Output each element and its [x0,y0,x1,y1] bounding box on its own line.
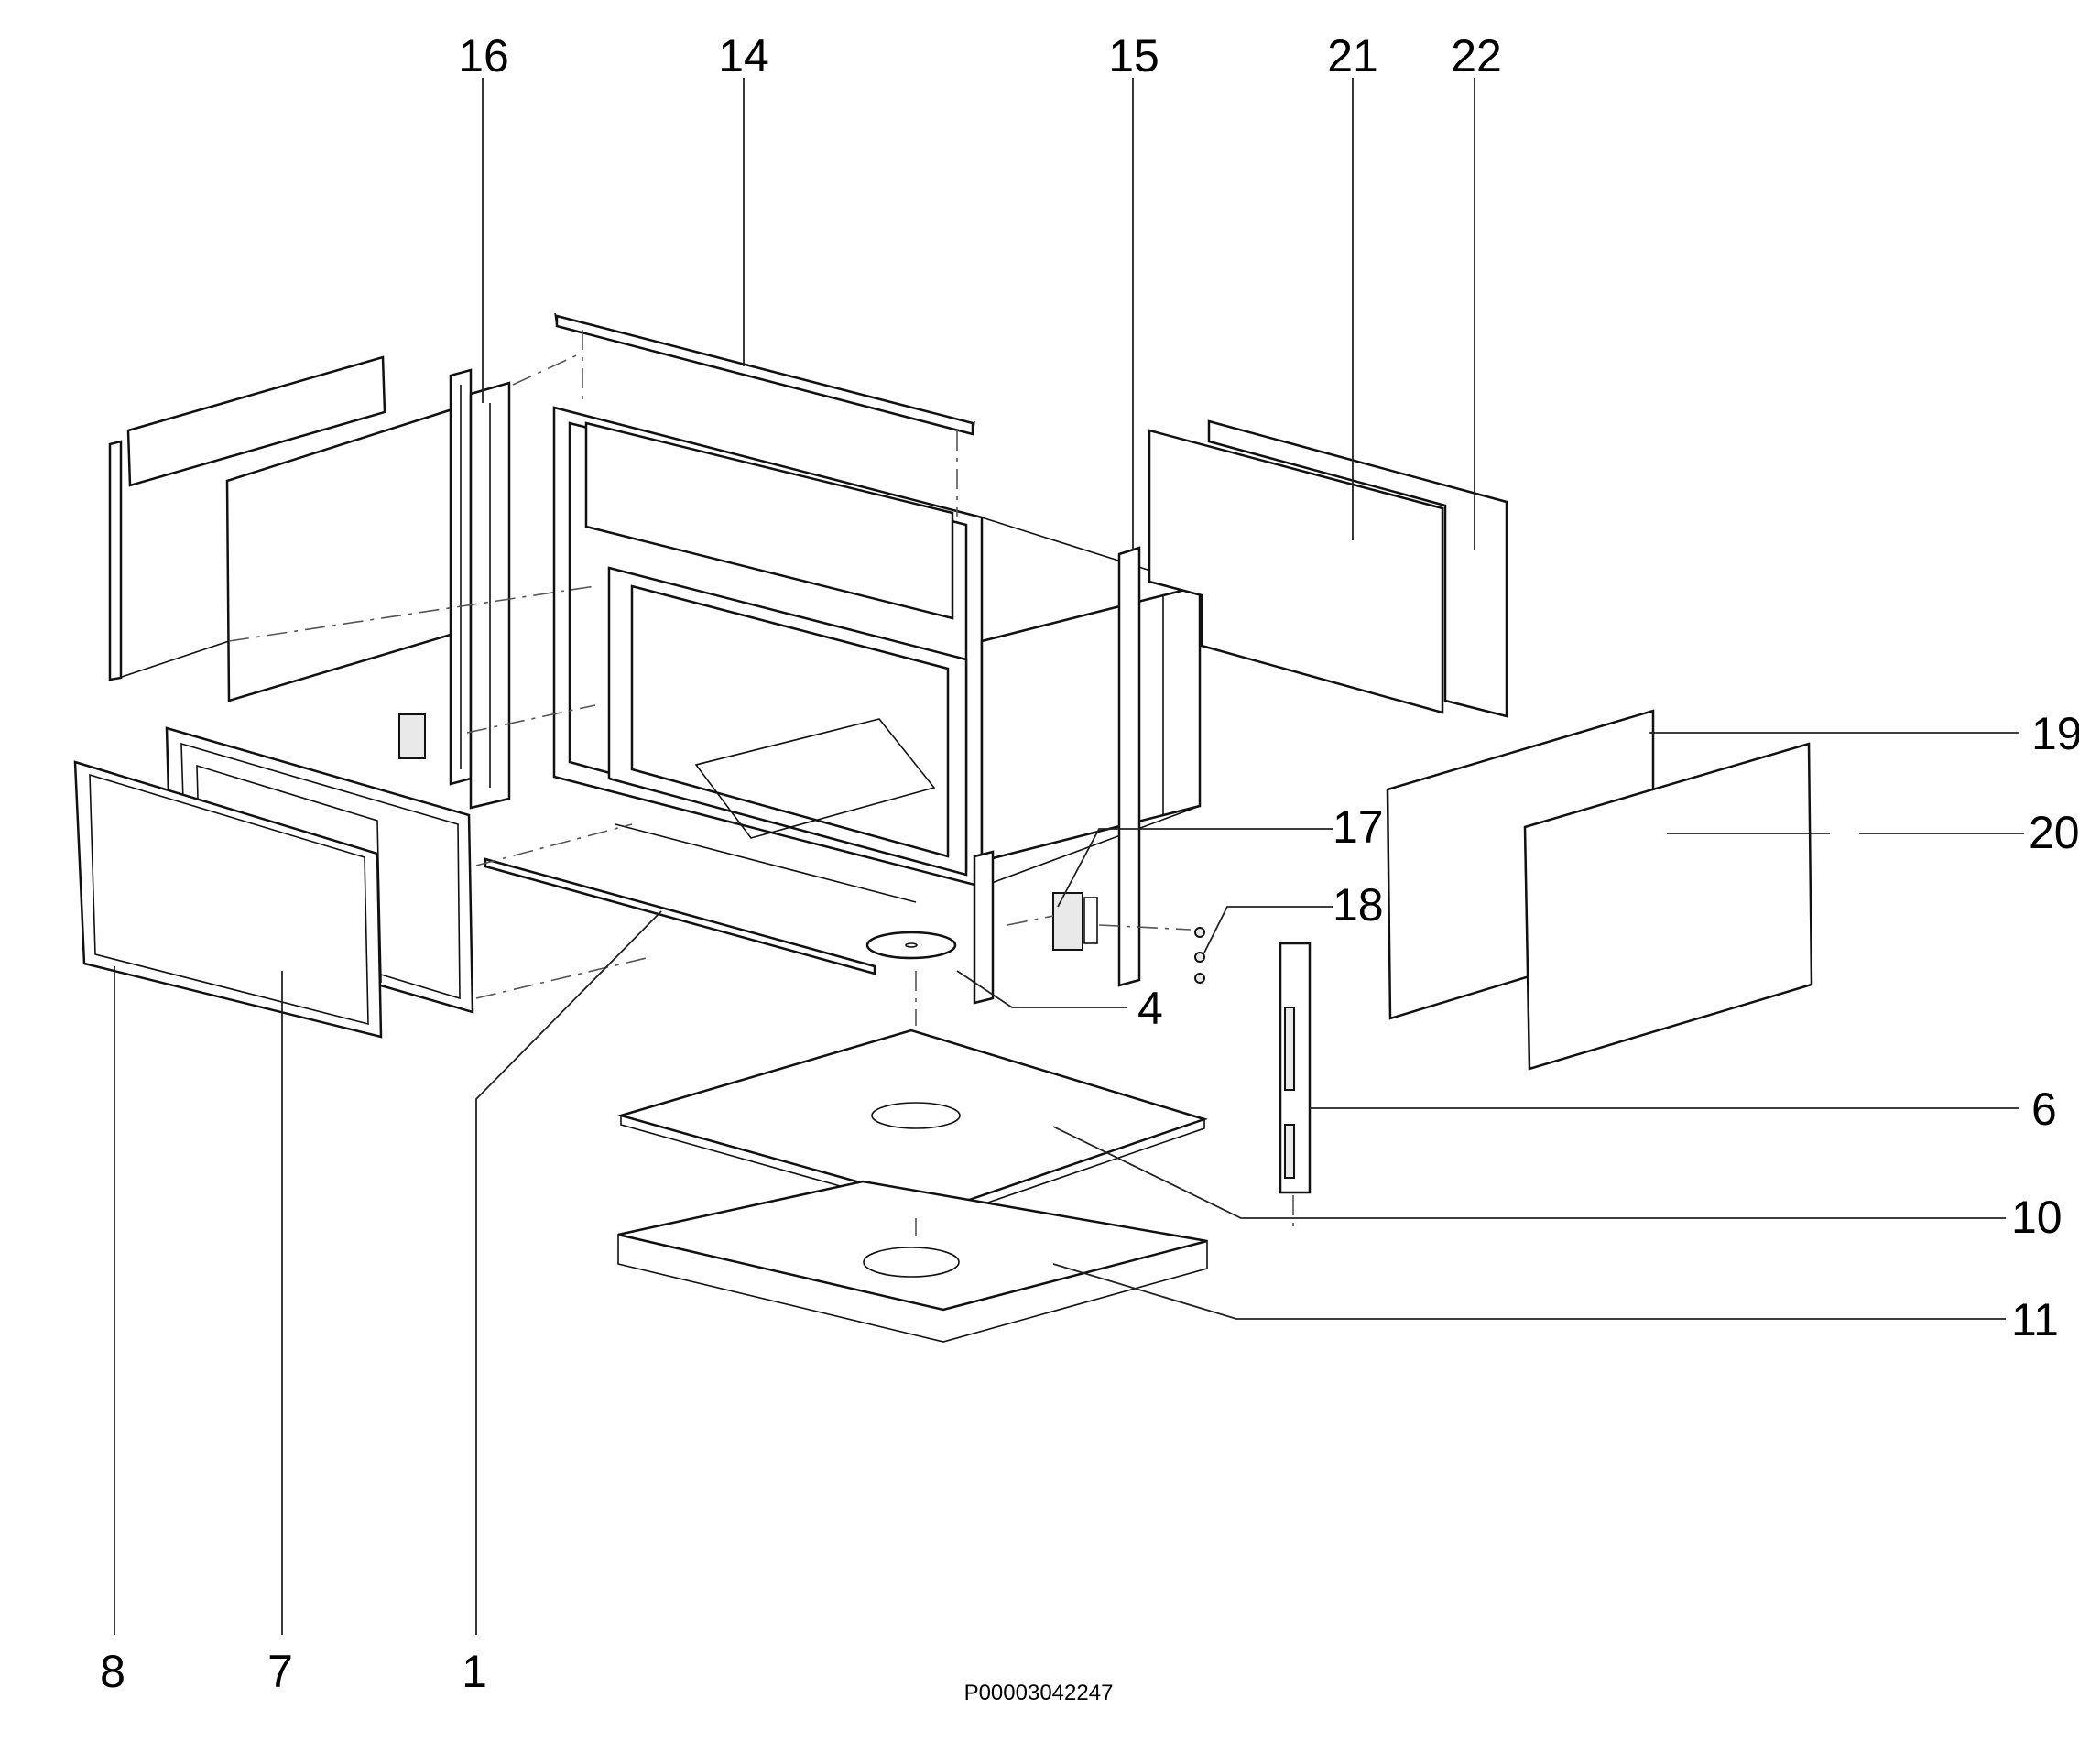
label-22: 22 [1451,30,1502,82]
part-16-left-rail [398,368,511,810]
part-6-hinge-rail [1279,942,1312,1194]
part-22-back-panel [1207,419,1508,718]
part-14-top-strip [554,312,975,436]
part-21-back-panel [1148,429,1444,714]
label-15: 15 [1108,30,1159,82]
part-18-screws [1194,927,1205,984]
label-17: 17 [1333,801,1384,853]
part-1-bottom-strip [484,823,917,975]
drawing-code: P00003042247 [964,1681,1114,1705]
label-6: 6 [2031,1083,2057,1135]
part-20-side-panel [1523,742,1813,1071]
label-11: 11 [2011,1294,2059,1345]
label-21: 21 [1327,30,1378,82]
label-20: 20 [2029,807,2079,858]
label-7: 7 [267,1646,293,1697]
part-8-outer-door [73,760,383,1039]
label-16: 16 [458,30,509,82]
callout-labels: 16 14 15 21 22 19 20 17 18 4 6 10 11 8 7… [100,30,2079,1697]
part-10-bottom-plate [616,1029,1209,1217]
left-side-panels [108,355,462,702]
label-4: 4 [1137,983,1163,1034]
label-10: 10 [2011,1192,2063,1243]
part-11-bottom-tray [617,1180,1208,1343]
part-4-turntable [865,931,957,960]
label-19: 19 [2031,708,2079,759]
assembly-lines [228,330,1294,1236]
label-14: 14 [718,30,769,82]
part-15-right-rail [973,546,1141,1005]
label-18: 18 [1333,879,1384,931]
cavity-front-frame [552,406,1202,888]
part-17-hinge-bracket [1052,892,1098,951]
label-1: 1 [462,1646,487,1697]
label-8: 8 [100,1646,125,1697]
leader-lines [114,78,2024,1635]
